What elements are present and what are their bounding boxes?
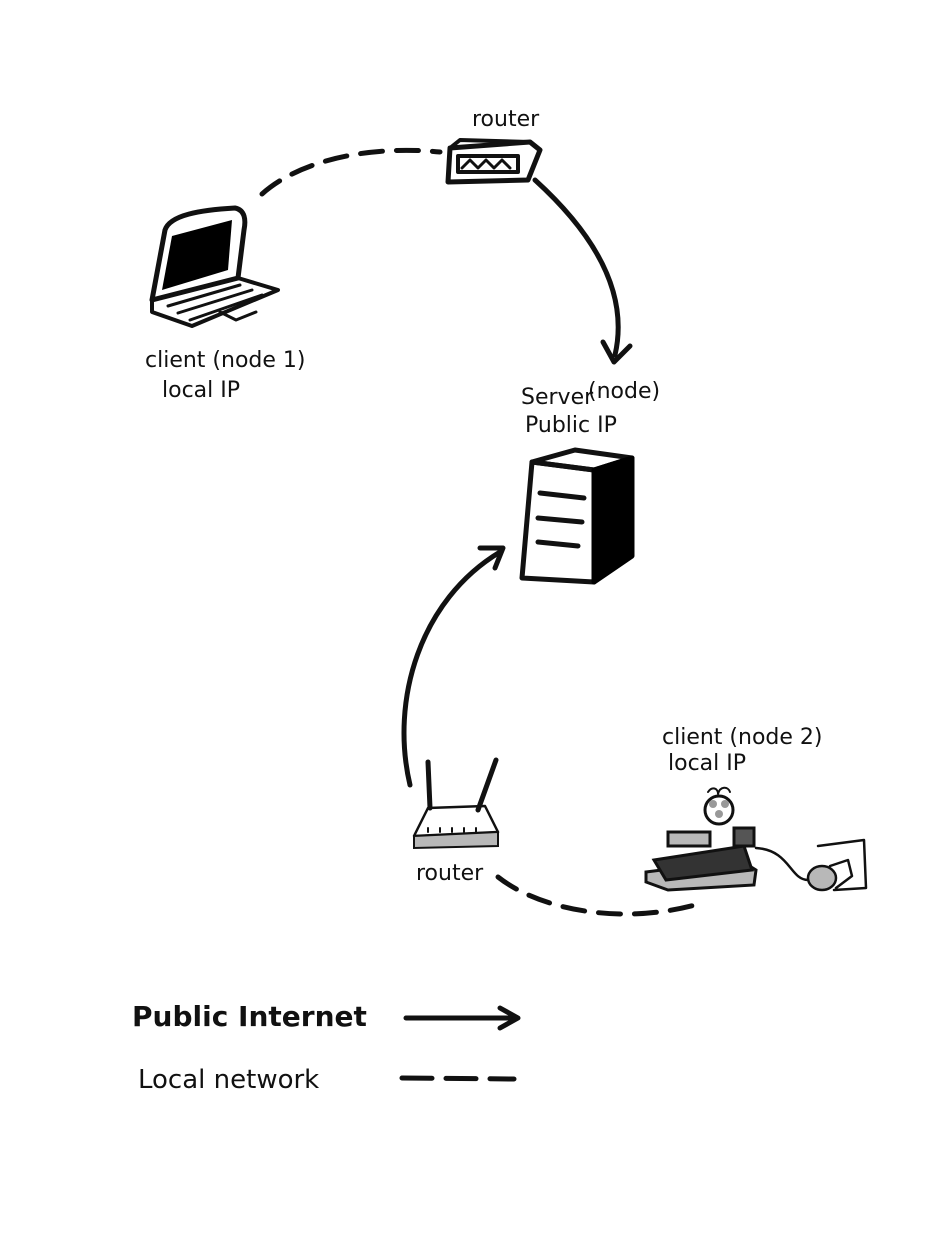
legend-local-label: Local network: [138, 1065, 319, 1095]
client2-ip-label: local IP: [668, 751, 746, 776]
power-plug-icon: [806, 838, 868, 892]
server-icon: [519, 447, 635, 585]
legend-local-dashes: [399, 1075, 517, 1082]
server-label: Server: [521, 385, 594, 410]
server-node-label: (node): [588, 379, 660, 404]
public-link-router2-server: [401, 549, 503, 788]
public-link-router-server: [532, 177, 621, 358]
arrowhead-icon: [497, 1005, 521, 1031]
client1-label: client (node 1): [145, 348, 305, 373]
router-icon: [445, 138, 543, 185]
legend-public-label: Public Internet: [132, 1000, 367, 1033]
router-bottom-label: router: [416, 861, 484, 886]
raspberry-pi-icon: [703, 786, 735, 826]
local-link-client1-router: [259, 147, 443, 197]
arrowhead-icon: [477, 545, 506, 571]
wifi-router-icon: [412, 757, 500, 850]
local-link-router2-client2: [495, 874, 698, 917]
client2-label: client (node 2): [662, 725, 822, 750]
server-ip-label: Public IP: [525, 413, 617, 438]
router-top-label: router: [472, 107, 540, 132]
arrowhead-icon: [600, 339, 633, 365]
pi-board-icon: [644, 826, 810, 892]
client1-ip-label: local IP: [162, 378, 240, 403]
laptop-icon: [149, 205, 280, 328]
